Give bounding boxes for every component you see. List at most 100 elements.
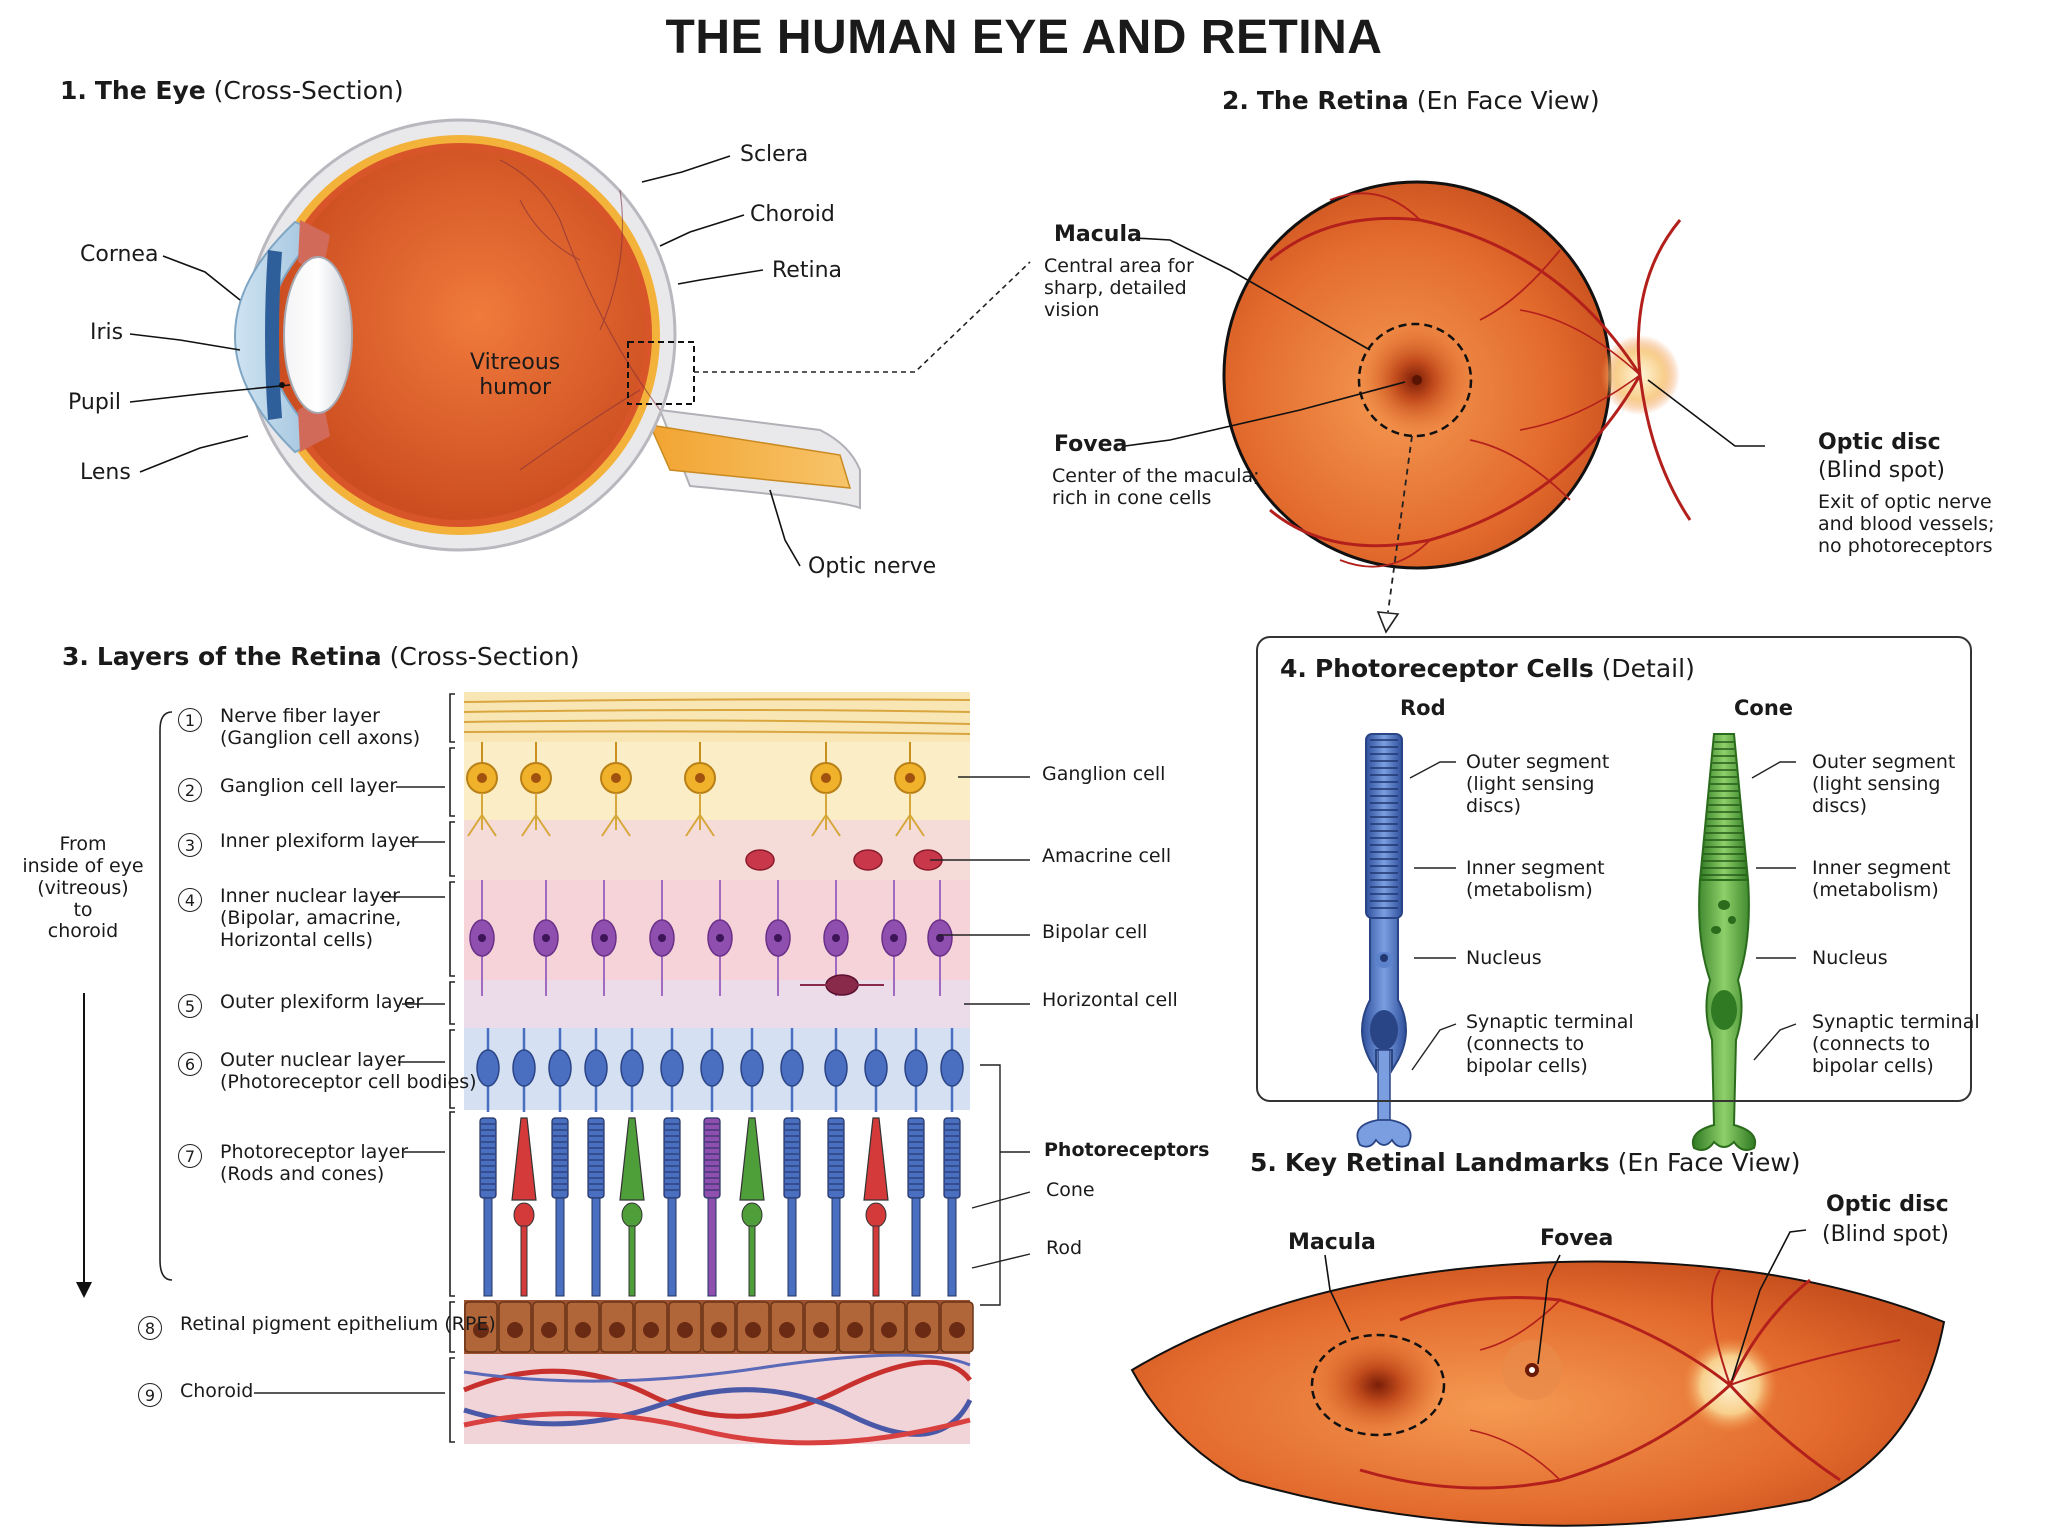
label-ganglion-cell: Ganglion cell (1042, 763, 1166, 785)
layer-number-2: 2 (178, 778, 202, 802)
label-optic-nerve: Optic nerve (808, 554, 937, 579)
label-sclera: Sclera (740, 142, 809, 167)
rod-inner-segment (947, 1197, 957, 1297)
label-photoreceptors: Photoreceptors (1044, 1139, 1210, 1161)
onl-cell-body (584, 1049, 608, 1087)
fovea-dot (1412, 375, 1422, 385)
onl-cell-body (780, 1049, 804, 1087)
label-pupil: Pupil (68, 390, 122, 415)
cone-outer-segment (619, 1117, 645, 1201)
bipolar-nucleus (600, 934, 608, 942)
rod-inner-segment (831, 1197, 841, 1297)
label-cone: Cone (1046, 1179, 1095, 1201)
landmark-optic-disc-label: Optic disc (1826, 1192, 1949, 1217)
bipolar-nucleus (774, 934, 782, 942)
rpe-nucleus (847, 1322, 863, 1338)
rpe-nucleus (541, 1322, 557, 1338)
landmarks-view (1130, 1229, 1946, 1527)
layer-label-8: Retinal pigment epithelium (RPE) (180, 1313, 496, 1335)
layer-brackets (449, 693, 455, 1443)
rod-cell (1356, 733, 1412, 1148)
amacrine-cell (853, 849, 883, 871)
section-title-landmarks: 5. Key Retinal Landmarks (En Face View) (1250, 1148, 1801, 1177)
label-choroid: Choroid (750, 202, 835, 227)
onl-cell-body (620, 1049, 644, 1087)
onl-cell-body (660, 1049, 684, 1087)
layer-leaders (254, 786, 445, 1394)
photoreceptor-detail-box (1256, 636, 1972, 1102)
rod-inner-segment (667, 1197, 677, 1297)
rpe-nucleus (779, 1322, 795, 1338)
rod-inner-segment (555, 1197, 565, 1297)
nerve-fibers (463, 698, 971, 735)
layer-number-4: 4 (178, 888, 202, 912)
rpe-nucleus (949, 1322, 965, 1338)
rpe-nucleus (609, 1322, 625, 1338)
rod-inner-segment (707, 1197, 717, 1297)
rpe-nucleus (643, 1322, 659, 1338)
detail-leaders (1409, 761, 1797, 1071)
bipolar-nucleus (936, 934, 944, 942)
layer-number-3: 3 (178, 833, 202, 857)
rpe-nucleus (711, 1322, 727, 1338)
cone-fiber (520, 1225, 528, 1297)
bipolar-nucleus (542, 934, 550, 942)
layer-number-7: 7 (178, 1144, 202, 1168)
layer-label-1: Nerve fiber layer(Ganglion cell axons) (220, 705, 421, 749)
label-amacrine-cell: Amacrine cell (1042, 845, 1172, 867)
optic-nerve (648, 424, 852, 489)
section-title-retina: 2. The Retina (En Face View) (1222, 86, 1600, 115)
rod-inner-segment (483, 1197, 493, 1297)
cone-fiber (628, 1225, 636, 1297)
retina-to-detail-arrow (1387, 435, 1413, 613)
ganglion-nucleus (477, 773, 487, 783)
landmarks-macula-shading (1314, 1335, 1442, 1435)
rod-inner-segment (591, 1197, 601, 1297)
zoom-leader (694, 261, 1031, 373)
iris (265, 250, 282, 420)
rod-inner-segment: Inner segment(metabolism) (1466, 857, 1605, 901)
layer-label-6: Outer nuclear layer(Photoreceptor cell b… (220, 1049, 477, 1093)
layer-number-1: 1 (178, 708, 202, 732)
eye-leader-lines (129, 155, 801, 567)
rod-nucleus (1370, 1010, 1398, 1050)
rpe-nucleus (881, 1322, 897, 1338)
ganglion-cells (466, 742, 926, 837)
layer-label-9: Choroid (180, 1380, 254, 1402)
onl-cell-body (476, 1049, 500, 1087)
bipolar-nucleus (478, 934, 486, 942)
section-title-eye: 1. The Eye (Cross-Section) (60, 76, 404, 105)
bipolar-nucleus (832, 934, 840, 942)
cell-leaders (930, 776, 1031, 1306)
rod-nucleus-label: Nucleus (1466, 947, 1542, 969)
layer-label-4: Inner nuclear layer(Bipolar, amacrine,Ho… (220, 885, 402, 951)
ganglion-dendrite (521, 793, 551, 837)
ganglion-dendrite (895, 793, 925, 837)
layer-number-9: 9 (138, 1383, 162, 1407)
bipolar-nucleus (658, 934, 666, 942)
onl-cell-body (548, 1049, 572, 1087)
cone-nucleus-label: Nucleus (1812, 947, 1888, 969)
layers-bracket (159, 711, 173, 1281)
arrow-head (1376, 611, 1400, 634)
photoreceptor-detail (1356, 733, 1797, 1151)
onl-cell-body (904, 1049, 928, 1087)
section-title-photoreceptors: 4. Photoreceptor Cells (Detail) (1280, 654, 1695, 683)
cone-outer-segment (739, 1117, 765, 1201)
cone-inner-segment (513, 1202, 535, 1228)
label-rod: Rod (1046, 1237, 1083, 1259)
label-lens: Lens (80, 460, 131, 485)
rod-synaptic-terminal (1356, 1119, 1412, 1148)
cone-inner-segment (621, 1202, 643, 1228)
rpe-nucleus (745, 1322, 761, 1338)
label-iris: Iris (90, 320, 124, 345)
onl-cell-body (824, 1049, 848, 1087)
section-title-layers: 3. Layers of the Retina (Cross-Section) (62, 642, 580, 671)
layer-label-3: Inner plexiform layer (220, 830, 419, 852)
label-bipolar-cell: Bipolar cell (1042, 921, 1148, 943)
rpe-nucleus (473, 1322, 489, 1338)
rpe-nucleus (507, 1322, 523, 1338)
